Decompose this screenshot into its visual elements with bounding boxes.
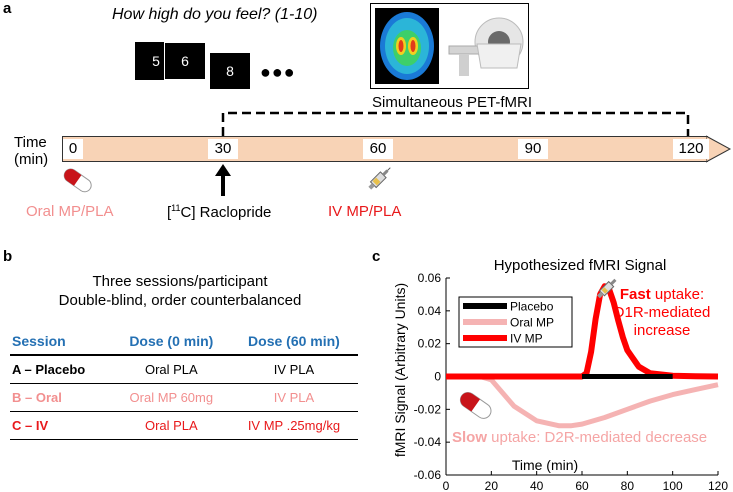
legend-entry: Oral MP	[510, 316, 554, 330]
tick-60: 60	[363, 139, 393, 159]
table-row: C – IV Oral PLA IV MP .25mg/kg	[10, 411, 358, 440]
x-tick-label: 0	[443, 479, 450, 492]
y-tick-label: 0.02	[418, 337, 442, 351]
panel-b-label: b	[3, 248, 13, 265]
dose-0-value: Oral MP 60mg	[112, 383, 230, 412]
dose-60-value: IV PLA	[229, 383, 358, 412]
legend-entry: Placebo	[510, 300, 554, 314]
pill-icon	[63, 168, 92, 193]
y-tick-label: -0.02	[414, 402, 442, 416]
raclopride-arrow-icon	[215, 164, 231, 196]
tick-30: 30	[208, 139, 238, 159]
header-dose-0: Dose (0 min)	[112, 330, 230, 356]
fast-uptake-annotation: Fast uptake: D1R-mediated increase	[613, 286, 711, 339]
x-tick-label: 60	[575, 479, 589, 492]
y-tick-label: 0	[434, 370, 441, 384]
pet-mri-image	[370, 3, 529, 89]
y-tick-label: 0.04	[418, 304, 442, 318]
iv-label: IV MP/PLA	[328, 203, 402, 220]
table-row: B – Oral Oral MP 60mg IV PLA	[10, 383, 358, 412]
y-tick-label: 0.06	[418, 271, 442, 285]
y-tick-label: -0.04	[414, 435, 442, 449]
series-line-oral-mp	[446, 374, 719, 429]
dose-60-value: IV MP .25mg/kg	[229, 411, 358, 440]
x-tick-label: 20	[485, 479, 499, 492]
legend-entry: IV MP	[510, 332, 543, 346]
rating-question: How high do you feel? (1-10)	[112, 6, 318, 23]
rating-card-2: 6	[164, 42, 206, 80]
time-axis-label: Time (min)	[14, 134, 49, 168]
syringe-icon	[368, 167, 391, 190]
session-name: A – Placebo	[10, 355, 113, 384]
sessions-table: Session Dose (0 min) Dose (60 min) A – P…	[10, 330, 358, 440]
ellipsis: ●●●	[260, 62, 296, 82]
raclopride-label: [11C] Raclopride	[167, 203, 272, 221]
pill-icon	[459, 391, 492, 419]
table-row: A – Placebo Oral PLA IV PLA	[10, 355, 358, 384]
x-tick-label: 120	[708, 479, 728, 492]
rating-card-3: 8	[209, 52, 251, 90]
oral-label: Oral MP/PLA	[26, 203, 114, 220]
tick-0: 0	[63, 139, 83, 159]
tick-120: 120	[673, 139, 709, 159]
x-tick-label: 40	[530, 479, 544, 492]
session-name: B – Oral	[10, 383, 113, 412]
x-tick-label: 80	[621, 479, 635, 492]
dose-60-value: IV PLA	[229, 355, 358, 384]
chart-title: Hypothesized fMRI Signal	[494, 257, 667, 274]
dose-0-value: Oral PLA	[112, 411, 230, 440]
timeline-arrow-head	[706, 135, 732, 163]
brain-scan-scanner-icon	[375, 8, 524, 84]
syringe-icon	[597, 278, 617, 299]
tick-90: 90	[518, 139, 548, 159]
sessions-description: Three sessions/participant Double-blind,…	[58, 273, 302, 309]
x-tick-label: 100	[663, 479, 683, 492]
header-session: Session	[10, 330, 113, 356]
slow-uptake-annotation: Slow uptake: D2R-mediated decrease	[452, 429, 708, 446]
panel-c-label: c	[372, 248, 381, 265]
session-name: C – IV	[10, 411, 113, 440]
x-axis-label: Time (min)	[512, 457, 578, 473]
y-axis-label: fMRI Signal (Arbitrary Units)	[392, 283, 408, 457]
table-header-row: Session Dose (0 min) Dose (60 min)	[10, 330, 358, 356]
header-dose-60: Dose (60 min)	[229, 330, 358, 356]
y-tick-label: -0.06	[414, 468, 442, 482]
pet-fmri-label: Simultaneous PET-fMRI	[372, 94, 533, 111]
dose-0-value: Oral PLA	[112, 355, 230, 384]
panel-a-label: a	[3, 0, 12, 17]
